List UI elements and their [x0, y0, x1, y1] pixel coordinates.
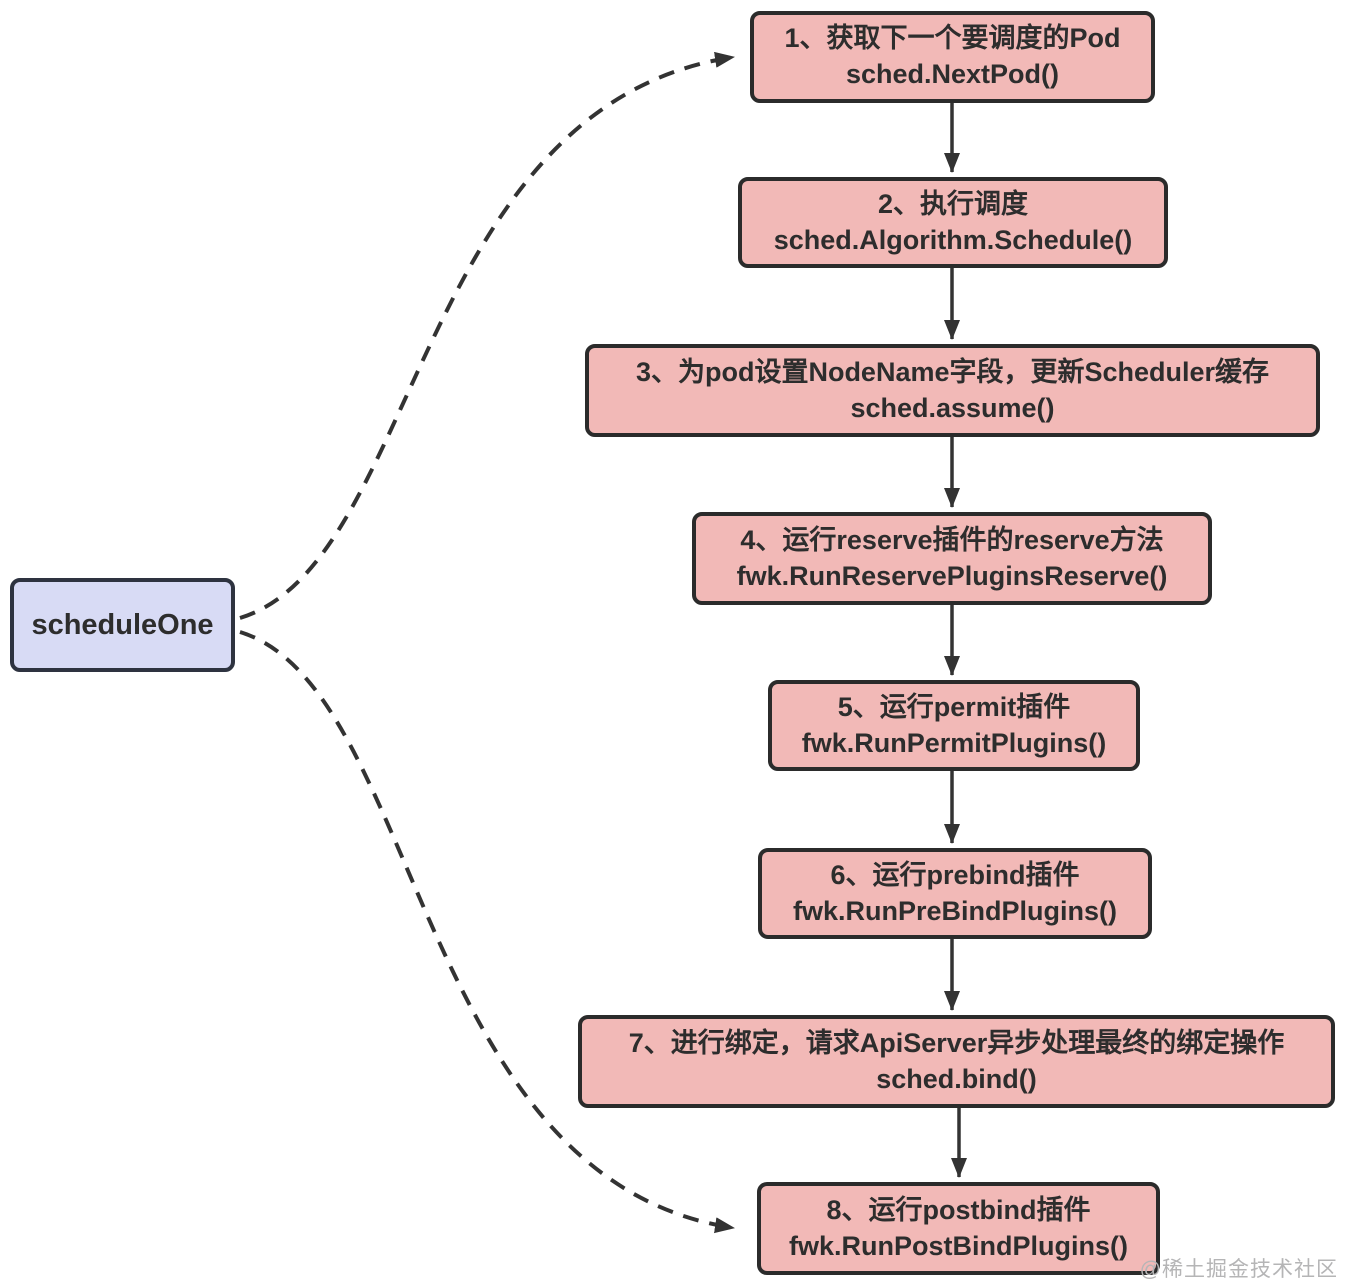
- step-title: 7、进行绑定，请求ApiServer异步处理最终的绑定操作: [628, 1027, 1285, 1058]
- step-title: 4、运行reserve插件的reserve方法: [740, 524, 1164, 555]
- root-node-label: scheduleOne: [31, 608, 214, 641]
- step-code: sched.NextPod(): [845, 59, 1060, 89]
- dashed-curve-root-step8: [239, 630, 735, 1234]
- step-title: 1、获取下一个要调度的Pod: [784, 23, 1121, 54]
- step-box-7: 7、进行绑定，请求ApiServer异步处理最终的绑定操作 sched.bind…: [578, 1015, 1335, 1108]
- step-box-1: 1、获取下一个要调度的Pod sched.NextPod(): [750, 11, 1155, 103]
- step-box-8: 8、运行postbind插件 fwk.RunPostBindPlugins(): [757, 1182, 1160, 1275]
- step-box-6: 6、运行prebind插件 fwk.RunPreBindPlugins(): [758, 848, 1152, 939]
- dashed-curve-root-step1: [239, 51, 735, 620]
- step-title: 2、执行调度: [877, 188, 1029, 219]
- step-box-3: 3、为pod设置NodeName字段，更新Scheduler缓存 sched.a…: [585, 344, 1320, 437]
- step-title: 3、为pod设置NodeName字段，更新Scheduler缓存: [635, 356, 1270, 387]
- step-code: fwk.RunPermitPlugins(): [801, 727, 1107, 758]
- step-box-5: 5、运行permit插件 fwk.RunPermitPlugins(): [768, 680, 1140, 771]
- step-box-4: 4、运行reserve插件的reserve方法 fwk.RunReservePl…: [692, 512, 1212, 605]
- step-code: fwk.RunPostBindPlugins(): [789, 1230, 1128, 1261]
- step-code: fwk.RunPreBindPlugins(): [793, 895, 1117, 926]
- step-title: 5、运行permit插件: [837, 691, 1071, 722]
- step-code: sched.assume(): [850, 392, 1055, 423]
- step-code: sched.bind(): [876, 1063, 1037, 1094]
- step-code: sched.Algorithm.Schedule(): [773, 224, 1133, 255]
- step-box-2: 2、执行调度 sched.Algorithm.Schedule(): [738, 177, 1168, 268]
- root-node-scheduleone: scheduleOne: [10, 578, 235, 672]
- watermark: @稀土掘金技术社区: [1139, 1258, 1338, 1281]
- step-code: fwk.RunReservePluginsReserve(): [736, 560, 1168, 591]
- step-title: 6、运行prebind插件: [830, 859, 1080, 890]
- step-title: 8、运行postbind插件: [826, 1194, 1091, 1225]
